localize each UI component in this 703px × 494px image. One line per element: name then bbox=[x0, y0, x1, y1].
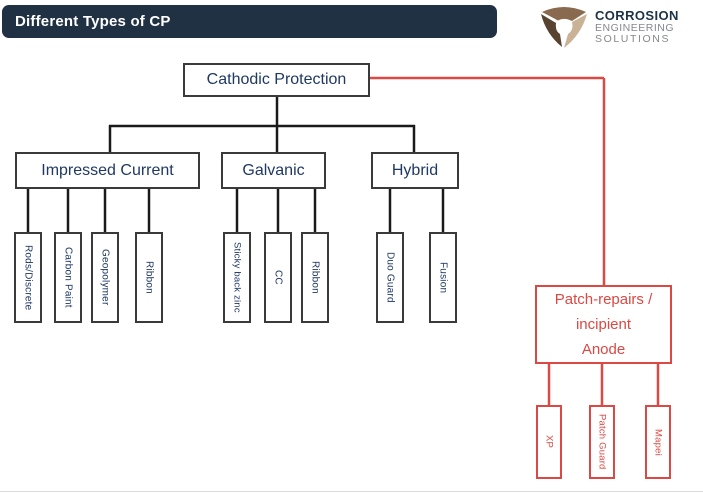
slide-bottom-edge bbox=[0, 491, 703, 492]
logo-line-engineering: ENGINEERING bbox=[595, 21, 675, 34]
node-rods-discrete: Rods/Discrete bbox=[14, 232, 42, 323]
node-cc: CC bbox=[264, 232, 292, 323]
node-duo-guard: Duo Guard bbox=[376, 232, 404, 323]
node-mapei: Mapei bbox=[645, 405, 671, 479]
node-galvanic: Galvanic bbox=[221, 152, 326, 189]
company-logo: CORROSION ENGINEERING SOLUTIONS bbox=[538, 4, 679, 50]
node-ribbon-impressed: Ribbon bbox=[135, 232, 163, 323]
node-carbon-paint: Carbon Paint bbox=[54, 232, 82, 323]
logo-line-solutions: SOLUTIONS bbox=[595, 33, 671, 46]
node-patch-guard: Patch Guard bbox=[589, 405, 615, 479]
logo-text: CORROSION ENGINEERING SOLUTIONS bbox=[595, 7, 679, 46]
patch-repairs-line-1: Patch-repairs / bbox=[554, 291, 653, 308]
logo-shield-icon bbox=[541, 7, 587, 48]
logo-line-corrosion: CORROSION bbox=[595, 7, 679, 23]
node-fusion: Fusion bbox=[429, 232, 457, 323]
node-xp: XP bbox=[536, 405, 562, 479]
node-patch-repairs-incipient-anode: Patch-repairs / incipient Anode bbox=[535, 285, 672, 364]
node-sticky-back-zinc: Sticky back zinc bbox=[223, 232, 251, 323]
node-hybrid: Hybrid bbox=[371, 152, 459, 189]
node-geopolymer: Geopolymer bbox=[91, 232, 119, 323]
patch-repairs-line-2: incipient bbox=[575, 316, 632, 333]
node-impressed-current: Impressed Current bbox=[15, 152, 200, 189]
slide-title-bar: Different Types of CP bbox=[2, 5, 497, 38]
node-ribbon-galvanic: Ribbon bbox=[301, 232, 329, 323]
node-cathodic-protection: Cathodic Protection bbox=[183, 63, 370, 97]
slide-title: Different Types of CP bbox=[15, 13, 171, 30]
patch-repairs-line-3: Anode bbox=[581, 341, 626, 358]
